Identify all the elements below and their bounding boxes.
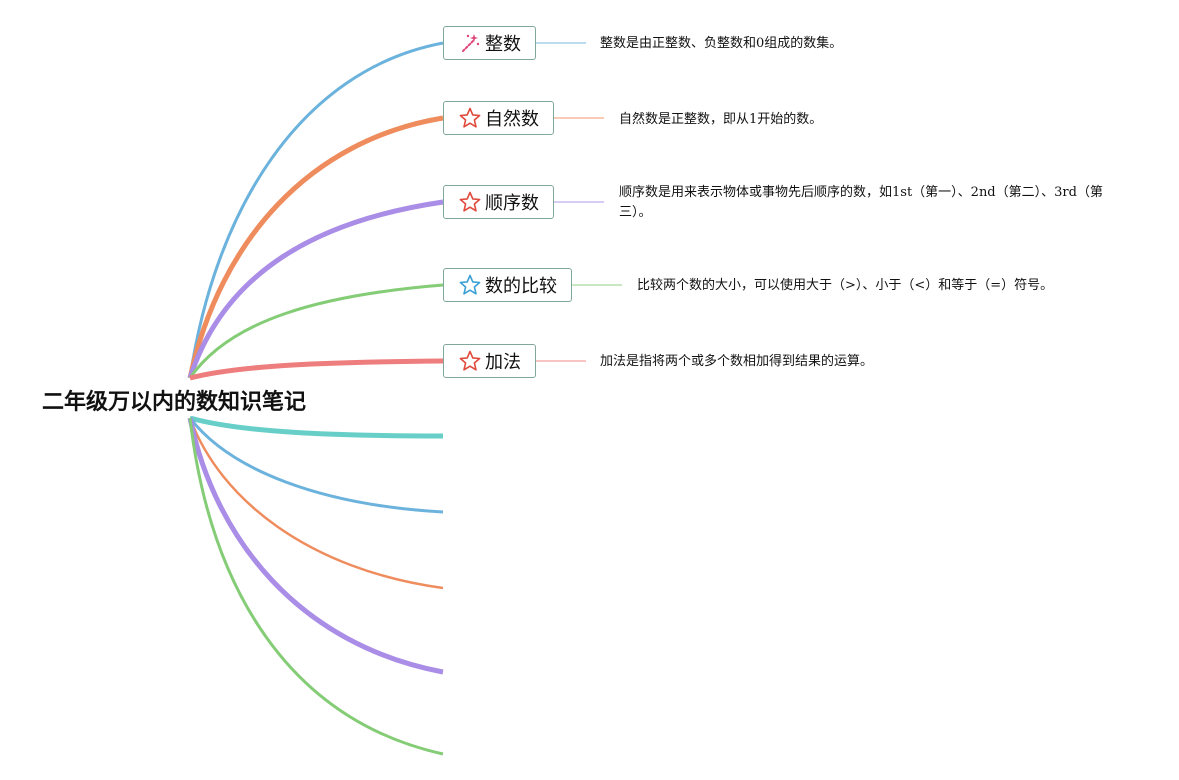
magic-wand-icon xyxy=(458,31,482,55)
branch-label: 加法 xyxy=(485,352,521,373)
branch-curve-ordinal xyxy=(187,199,444,379)
branch-label: 数的比较 xyxy=(485,276,557,297)
note-ordinal[interactable]: 顺序数是用来表示物体或事物先后顺序的数，如1st（第一）、2nd（第二）、3rd… xyxy=(619,185,1103,220)
branch-curve-empty-5 xyxy=(188,417,444,756)
branch-curve-integer xyxy=(188,41,444,379)
branch-curve-empty-1 xyxy=(189,415,444,439)
note-integer[interactable]: 整数是由正整数、负整数和0组成的数集。 xyxy=(600,36,843,51)
note-addition[interactable]: 加法是指将两个或多个数相加得到结果的运算。 xyxy=(600,354,874,369)
star-outline-icon xyxy=(458,190,482,214)
star-outline-icon xyxy=(458,106,482,130)
branch-node-ordinal[interactable]: 顺序数 xyxy=(443,185,554,219)
branch-label: 自然数 xyxy=(485,109,539,130)
branch-curve-compare xyxy=(188,283,444,379)
star-outline-icon xyxy=(458,349,482,373)
note-natural[interactable]: 自然数是正整数，即从1开始的数。 xyxy=(619,112,823,127)
note-compare[interactable]: 比较两个数的大小，可以使用大于（>）、小于（<）和等于（=）符号。 xyxy=(637,278,1054,293)
branch-node-integer[interactable]: 整数 xyxy=(443,26,536,60)
branch-label: 顺序数 xyxy=(485,193,539,214)
branch-label: 整数 xyxy=(485,34,521,55)
star-outline-icon xyxy=(458,273,482,297)
branch-curve-empty-4 xyxy=(187,417,444,675)
branch-node-compare[interactable]: 数的比较 xyxy=(443,268,572,302)
branch-curve-natural xyxy=(187,115,444,379)
branch-node-natural[interactable]: 自然数 xyxy=(443,101,554,135)
branch-curve-empty-3 xyxy=(188,417,444,590)
branch-curve-empty-2 xyxy=(188,417,444,514)
branch-curve-addition xyxy=(189,358,444,381)
root-topic-title[interactable]: 二年级万以内的数知识笔记 xyxy=(40,384,309,416)
branch-node-addition[interactable]: 加法 xyxy=(443,344,536,378)
